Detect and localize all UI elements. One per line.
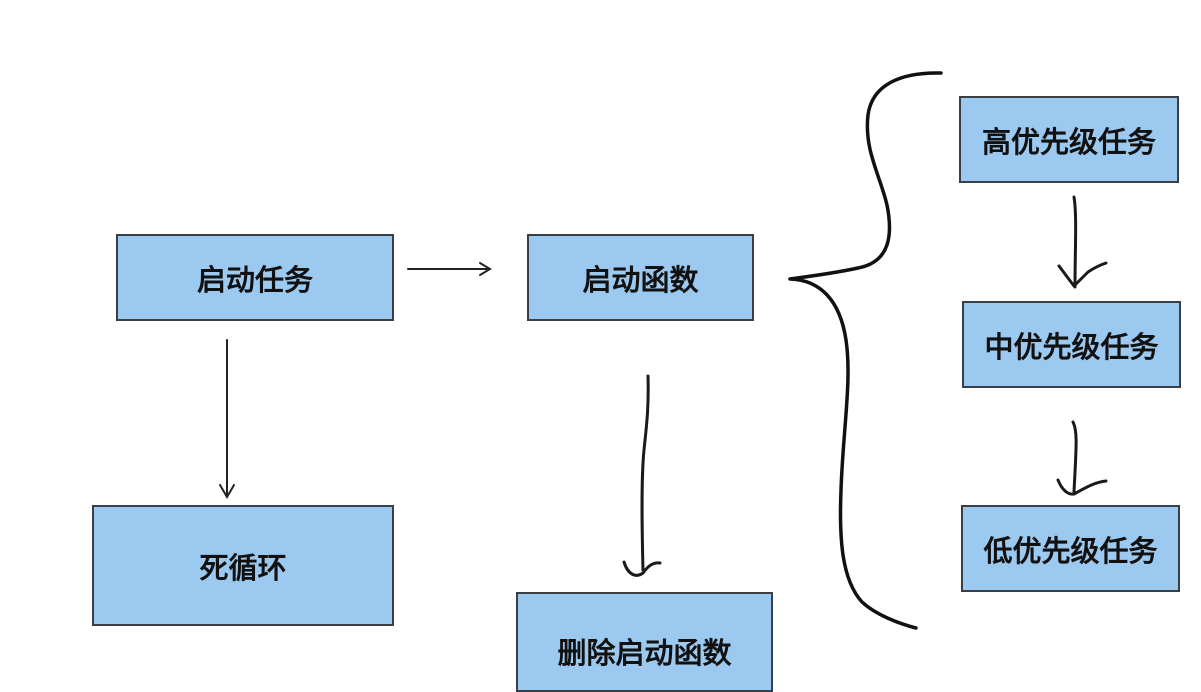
- diagram-canvas: [219, 71, 1108, 630]
- arrow-mid-to-low: [1056, 420, 1108, 496]
- node-dead-loop-label: 死循环: [199, 550, 287, 585]
- arrow-start-task-to-dead-loop: [219, 339, 235, 499]
- node-low-priority-task-label: 低优先级任务: [983, 533, 1158, 568]
- arrow-start-function-to-delete: [622, 374, 662, 577]
- node-mid-priority-task-label: 中优先级任务: [984, 329, 1159, 364]
- node-dead-loop: 死循环: [92, 505, 394, 626]
- node-start-task: 启动任务: [116, 234, 394, 321]
- node-start-function-label: 启动函数: [582, 262, 699, 297]
- node-low-priority-task: 低优先级任务: [961, 505, 1180, 592]
- node-start-function: 启动函数: [527, 234, 754, 321]
- node-high-priority-task: 高优先级任务: [959, 96, 1179, 183]
- node-delete-start-function: 删除启动函数: [516, 592, 773, 692]
- arrow-start-task-to-start-function: [407, 262, 492, 276]
- node-delete-start-function-label: 删除启动函数: [557, 636, 732, 670]
- curly-brace-priority-group: [788, 71, 943, 630]
- node-high-priority-task-label: 高优先级任务: [981, 124, 1156, 159]
- node-start-task-label: 启动任务: [196, 262, 313, 297]
- node-mid-priority-task: 中优先级任务: [962, 301, 1181, 388]
- arrow-high-to-mid: [1057, 195, 1108, 289]
